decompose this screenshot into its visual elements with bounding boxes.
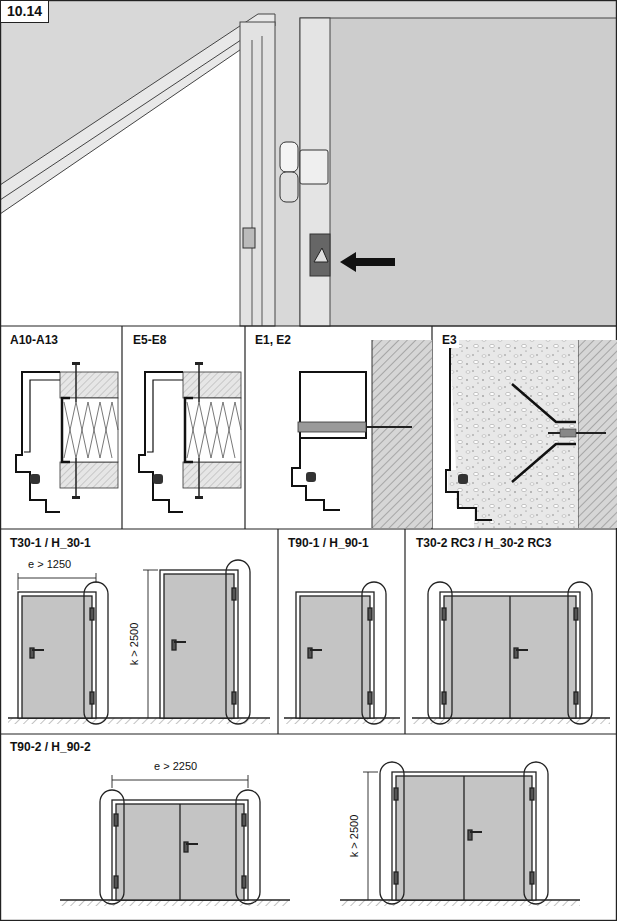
section-label: T90-1 / H_90-1 [286, 537, 371, 551]
dimension-label: e > 2250 [152, 760, 199, 773]
section-label: E5-E8 [131, 334, 168, 348]
stud-wall-section [16, 362, 118, 512]
dimension-label: k > 2500 [348, 813, 361, 860]
section-label: T30-2 RC3 / H_30-2 RC3 [414, 537, 553, 551]
dimension-label: e > 1250 [26, 558, 73, 571]
section-label: E3 [440, 334, 459, 348]
section-label: T90-2 / H_90-2 [8, 741, 93, 755]
figure-number: 10.14 [0, 0, 49, 23]
section-label: A10-A13 [8, 334, 60, 348]
masonry-dowel-section [292, 340, 432, 528]
section-label: T30-1 / H_30-1 [8, 537, 93, 551]
section-label: E1, E2 [253, 334, 293, 348]
door-symbols [8, 560, 610, 906]
dimension-label: k > 2500 [128, 621, 141, 668]
stud-wall-section [139, 362, 241, 512]
concrete-anchor-section [446, 340, 617, 528]
door-frame-view [0, 0, 617, 326]
